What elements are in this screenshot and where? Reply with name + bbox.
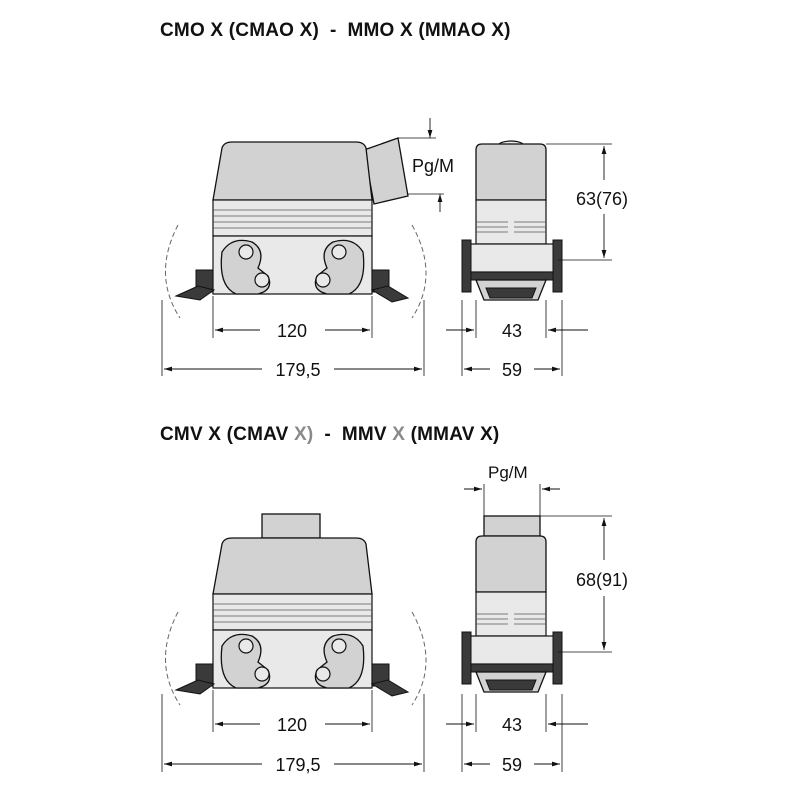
- title-part: X: [392, 424, 406, 445]
- hood-band: [212, 199, 373, 237]
- title-part: -: [313, 424, 342, 445]
- title-part: CMO X (CMAO X): [160, 20, 320, 41]
- side-hood: [475, 535, 547, 593]
- title-part: MMV: [341, 424, 393, 445]
- latch-left: [174, 679, 216, 695]
- hood-body: [212, 537, 373, 595]
- entry-label: Pg/M: [488, 463, 528, 482]
- title-part: -: [319, 20, 348, 41]
- swing-arc-left: [165, 611, 181, 706]
- latch-right: [370, 285, 410, 303]
- title-part: (MMAV X): [405, 424, 500, 445]
- dimension-overall-depth: 59: [502, 360, 522, 380]
- latch-left: [174, 285, 216, 301]
- dimension-inner-depth: 43: [502, 321, 522, 341]
- top-side-view: 63(76) 43 59: [446, 140, 628, 380]
- side-clip-left: [461, 239, 472, 293]
- section-top-title: CMO X (CMAO X) - MMO X (MMAO X): [160, 20, 511, 42]
- swing-arc-right: [411, 224, 427, 319]
- title-part: X): [294, 424, 314, 445]
- side-hood: [475, 143, 547, 201]
- side-base: [465, 243, 559, 273]
- bottom-side-view: Pg/M 68(91) 43 59: [446, 463, 628, 775]
- top-front-view: Pg/M 120 179,5: [161, 118, 454, 380]
- entry-label: Pg/M: [412, 156, 454, 176]
- title-part: CMV X (CMAV: [160, 424, 294, 445]
- hood-band: [212, 593, 373, 631]
- title-part: MMO X (MMAO X): [347, 20, 511, 41]
- vertical-cable-entry: [261, 513, 321, 539]
- hood-body: [212, 141, 373, 201]
- dimension-height: 63(76): [576, 189, 628, 209]
- latch-right: [370, 679, 410, 697]
- side-flange: [470, 663, 554, 673]
- bottom-front-view: 120 179,5: [161, 513, 427, 775]
- side-clip-right: [552, 239, 563, 293]
- side-base: [465, 635, 559, 665]
- side-flange: [470, 271, 554, 281]
- swing-arc-right: [411, 611, 427, 706]
- section-bottom-title: CMV X (CMAV X) - MMV X (MMAV X): [160, 424, 499, 446]
- vertical-cable-entry: [483, 515, 541, 537]
- side-clip-right: [552, 631, 563, 685]
- dimension-overall-depth: 59: [502, 755, 522, 775]
- side-clip-left: [461, 631, 472, 685]
- dimension-inner-depth: 43: [502, 715, 522, 735]
- dimension-height: 68(91): [576, 570, 628, 590]
- dimension-overall-width: 179,5: [275, 360, 320, 380]
- swing-arc-left: [165, 224, 181, 319]
- dimension-inner-width: 120: [277, 321, 307, 341]
- dimension-overall-width: 179,5: [275, 755, 320, 775]
- dimension-inner-width: 120: [277, 715, 307, 735]
